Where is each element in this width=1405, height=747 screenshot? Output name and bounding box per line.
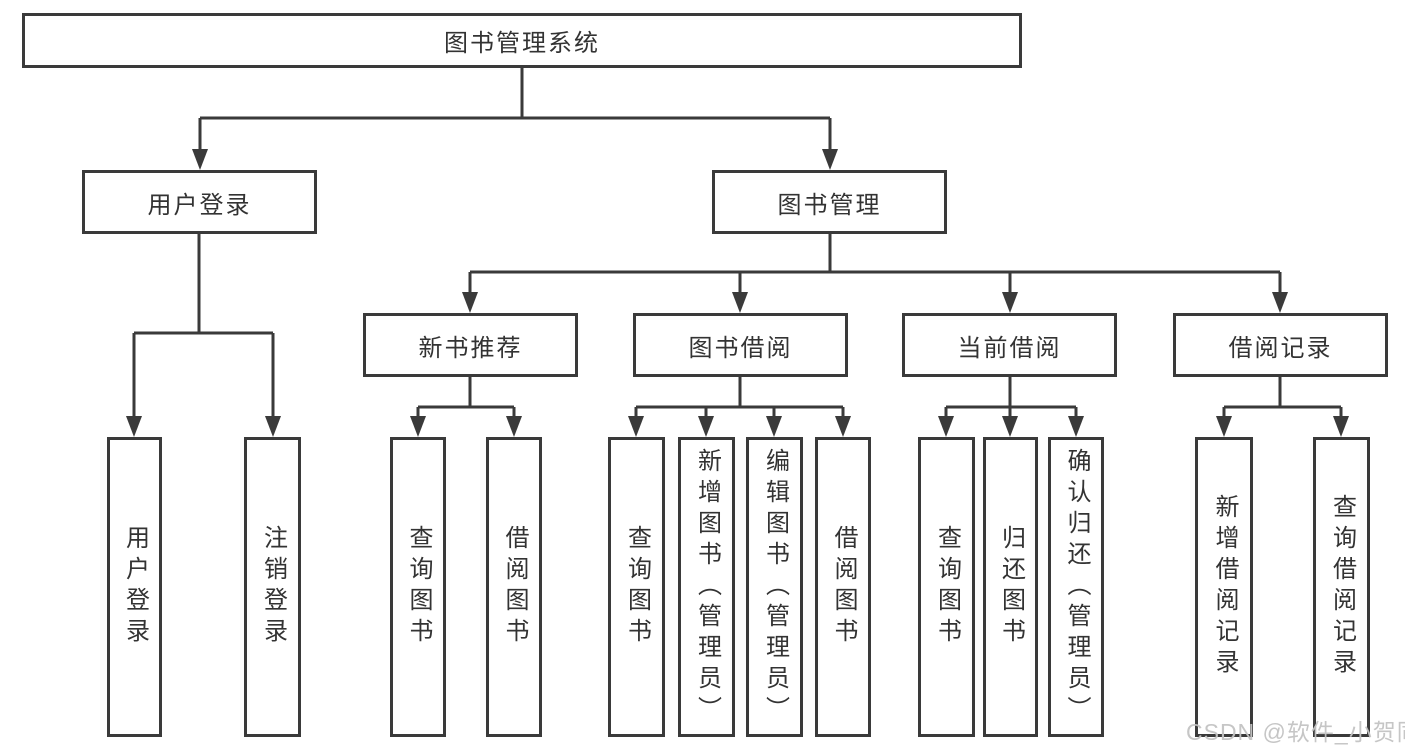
- connector-current-borrowing-split: [944, 377, 1078, 424]
- leaf-records-query-record: 查询借阅记录: [1313, 437, 1370, 737]
- leaf-current-query-books: 查询图书: [918, 437, 975, 737]
- watermark: CSDN @软件_小贺同学: [1186, 719, 1405, 745]
- leaf-recommend-query-books: 查询图书: [390, 437, 446, 737]
- leaf-records-add-record-label: 新增借阅记录: [1211, 494, 1238, 680]
- leaf-records-add-record: 新增借阅记录: [1195, 437, 1253, 737]
- connector-new-book-recommend-split: [416, 377, 516, 424]
- leaf-borrowing-borrow-books-label: 借阅图书: [830, 525, 857, 649]
- node-new-book-recommend: 新书推荐: [363, 313, 578, 377]
- node-user-login: 用户登录: [82, 170, 317, 234]
- leaf-borrowing-borrow-books: 借阅图书: [815, 437, 871, 737]
- node-book-management: 图书管理: [712, 170, 947, 234]
- node-book-borrowing-label: 图书借阅: [688, 334, 793, 362]
- leaf-borrowing-query-books: 查询图书: [608, 437, 665, 737]
- leaf-current-confirm-return-admin: 确认归还（管理员）: [1048, 437, 1104, 737]
- leaf-current-return-books-label: 归还图书: [997, 525, 1025, 649]
- node-root-label: 图书管理系统: [444, 30, 600, 57]
- connector-user-login-split: [132, 234, 275, 424]
- node-borrowing-records-label: 借阅记录: [1228, 334, 1333, 362]
- connector-book-management-split: [468, 232, 1282, 300]
- leaf-user-login: 用户登录: [107, 437, 162, 737]
- leaf-logout: 注销登录: [244, 437, 301, 737]
- node-root: 图书管理系统: [22, 13, 1022, 68]
- leaf-borrowing-add-books-admin: 新增图书（管理员）: [678, 437, 735, 737]
- node-current-borrowing-label: 当前借阅: [957, 334, 1062, 362]
- leaf-records-query-record-label: 查询借阅记录: [1328, 494, 1356, 680]
- leaf-current-return-books: 归还图书: [983, 437, 1038, 737]
- node-user-login-label: 用户登录: [147, 191, 252, 219]
- leaf-borrowing-edit-books-admin: 编辑图书（管理员）: [746, 437, 803, 737]
- leaf-current-confirm-return-admin-label: 确认归还（管理员）: [1063, 447, 1090, 727]
- connector-root-split: [198, 68, 832, 157]
- leaf-recommend-query-books-label: 查询图书: [405, 525, 432, 649]
- leaf-borrowing-add-books-admin-label: 新增图书（管理员）: [693, 447, 721, 727]
- leaf-user-login-label: 用户登录: [121, 525, 149, 649]
- connector-book-borrowing-split: [634, 377, 845, 424]
- leaf-borrowing-query-books-label: 查询图书: [623, 525, 651, 649]
- connector-borrowing-records-split: [1222, 377, 1343, 424]
- node-book-management-label: 图书管理: [777, 191, 882, 219]
- node-borrowing-records: 借阅记录: [1173, 313, 1388, 377]
- arrowheads: [126, 149, 1349, 437]
- leaf-borrowing-edit-books-admin-label: 编辑图书（管理员）: [761, 447, 789, 727]
- leaf-current-query-books-label: 查询图书: [933, 525, 961, 649]
- leaf-recommend-borrow-books: 借阅图书: [486, 437, 542, 737]
- node-current-borrowing: 当前借阅: [902, 313, 1117, 377]
- leaf-logout-label: 注销登录: [259, 525, 287, 649]
- node-book-borrowing: 图书借阅: [633, 313, 848, 377]
- leaf-recommend-borrow-books-label: 借阅图书: [501, 525, 528, 649]
- node-new-book-recommend-label: 新书推荐: [418, 334, 523, 362]
